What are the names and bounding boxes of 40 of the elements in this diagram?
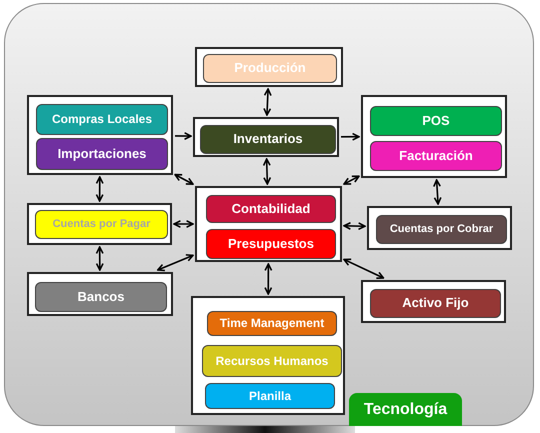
arrow	[175, 132, 192, 140]
arrow	[433, 179, 442, 205]
module-box: Cuentas por Cobrar	[376, 215, 507, 244]
group-box	[27, 95, 173, 175]
arrow	[156, 254, 194, 272]
group-box	[195, 186, 342, 262]
module-box: Cuentas por Pagar	[35, 210, 168, 239]
arrow	[96, 176, 104, 202]
arrow	[264, 263, 272, 295]
arrow	[173, 220, 194, 228]
module-box: Recursos Humanos	[202, 345, 342, 377]
module-box: Facturación	[370, 141, 502, 171]
module-box: Planilla	[205, 383, 335, 409]
group-box	[27, 272, 173, 316]
module-box: Activo Fijo	[370, 289, 501, 318]
arrow	[262, 158, 272, 185]
arrow	[343, 258, 384, 279]
module-box: Compras Locales	[36, 104, 168, 135]
arrow	[343, 222, 366, 230]
group-box	[361, 280, 506, 323]
module-box: Bancos	[35, 282, 167, 312]
arrow	[174, 174, 194, 185]
module-box: Presupuestos	[206, 229, 336, 259]
module-box: Time Management	[207, 311, 337, 336]
module-box: Contabilidad	[206, 195, 336, 223]
section-tab: Tecnología	[349, 393, 462, 426]
group-box	[193, 117, 339, 157]
arrow	[96, 246, 104, 271]
group-box	[361, 95, 507, 178]
arrow	[343, 175, 360, 185]
module-box: Importaciones	[36, 138, 168, 170]
arrow	[341, 132, 360, 141]
arrow	[263, 88, 272, 116]
group-box	[191, 296, 345, 415]
module-box: Producción	[203, 54, 337, 83]
group-box	[27, 203, 172, 245]
group-box	[195, 47, 343, 87]
group-box	[367, 206, 512, 250]
module-box: POS	[370, 106, 502, 136]
module-box: Inventarios	[200, 125, 336, 154]
